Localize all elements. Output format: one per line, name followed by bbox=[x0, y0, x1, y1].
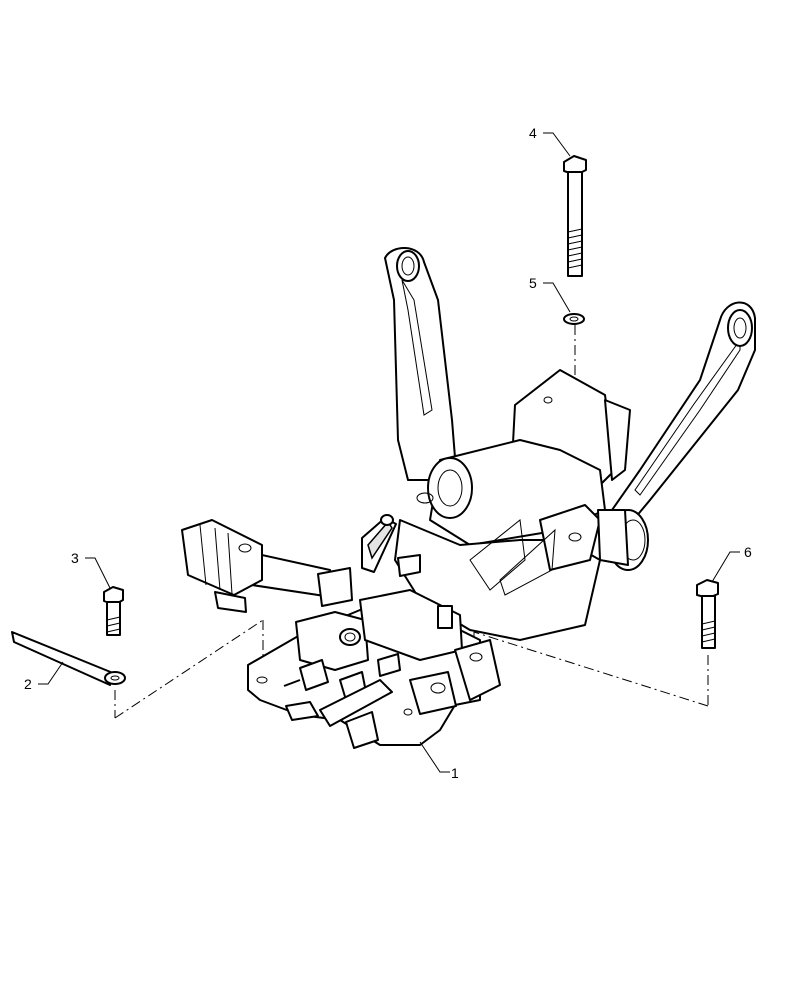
ground-strap-2 bbox=[11, 631, 126, 686]
callout-1: 1 bbox=[451, 765, 459, 781]
left-lift-arm bbox=[384, 247, 457, 481]
callout-6: 6 bbox=[744, 544, 752, 560]
leader-lines bbox=[38, 132, 740, 773]
callout-5: 5 bbox=[529, 275, 537, 291]
callout-2: 2 bbox=[24, 676, 32, 692]
cap-screw-4 bbox=[563, 155, 587, 277]
selector-shaft-assembly bbox=[181, 514, 421, 613]
callout-4: 4 bbox=[529, 125, 537, 141]
bolt-6 bbox=[696, 579, 719, 649]
control-valve-body bbox=[247, 589, 501, 749]
callout-3: 3 bbox=[71, 550, 79, 566]
washer-5 bbox=[563, 313, 585, 325]
callout-labels: 1 2 3 4 5 6 bbox=[24, 125, 752, 781]
bolt-3 bbox=[103, 586, 124, 636]
right-lift-arm bbox=[597, 301, 756, 571]
